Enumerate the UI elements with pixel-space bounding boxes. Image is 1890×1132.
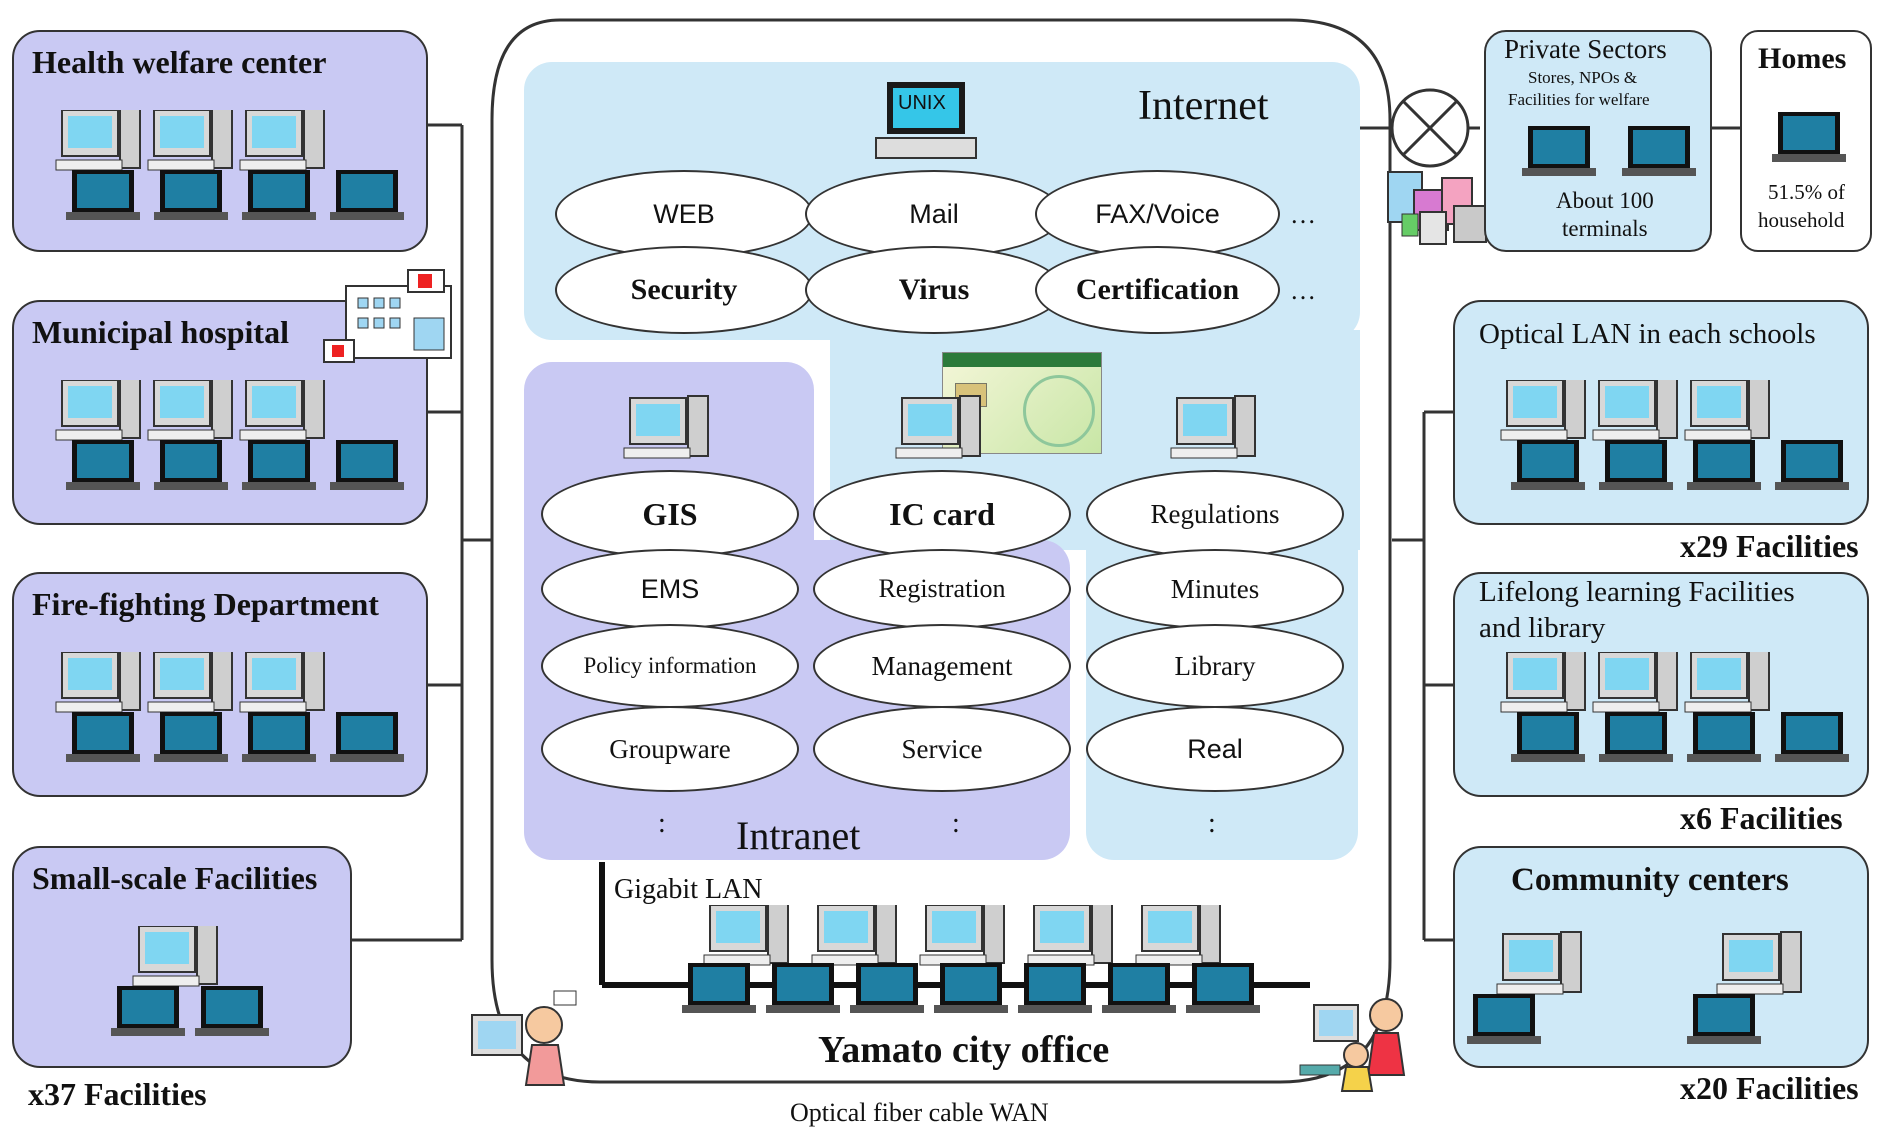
municipal-hospital-box: Municipal hospital bbox=[12, 300, 428, 525]
app-groupware: Groupware bbox=[541, 706, 799, 792]
service-certification: Certification bbox=[1035, 246, 1280, 334]
lifelong-title-2: and library bbox=[1479, 612, 1606, 644]
health-welfare-box: Health welfare center bbox=[12, 30, 428, 252]
lifelong-box: Lifelong learning Facilities and library bbox=[1453, 572, 1869, 797]
office-workstations bbox=[680, 905, 1280, 1020]
schools-box: Optical LAN in each schools bbox=[1453, 300, 1869, 525]
workstation-group bbox=[1497, 652, 1857, 772]
unix-label: UNIX bbox=[898, 92, 946, 114]
gigabit-lan-label: Gigabit LAN bbox=[614, 874, 763, 905]
hospital-building-icon bbox=[318, 268, 468, 368]
app-minutes: Minutes bbox=[1086, 549, 1344, 629]
workstation-group bbox=[52, 380, 412, 500]
col2-more: : bbox=[952, 808, 960, 839]
laptop-icon bbox=[1772, 108, 1846, 168]
homes-percentage: 51.5% of bbox=[1768, 180, 1845, 204]
service-web: WEB bbox=[555, 170, 813, 258]
app-management: Management bbox=[813, 624, 1071, 708]
fire-department-title: Fire-fighting Department bbox=[32, 586, 379, 622]
community-title: Community centers bbox=[1511, 862, 1789, 898]
app-real: Real bbox=[1086, 706, 1344, 792]
homes-box: Homes 51.5% of household bbox=[1740, 30, 1872, 252]
private-sectors-box: Private Sectors Stores, NPOs & Facilitie… bbox=[1484, 30, 1712, 252]
app-policy-information: Policy information bbox=[541, 624, 799, 708]
small-scale-title: Small-scale Facilities bbox=[32, 860, 318, 896]
intranet-label: Intranet bbox=[736, 813, 861, 858]
service-security: Security bbox=[555, 246, 813, 334]
ellipsis-row2: … bbox=[1290, 276, 1316, 305]
workstation-group bbox=[109, 926, 289, 1046]
workstation-icon bbox=[1165, 390, 1265, 478]
workstation-group bbox=[52, 110, 412, 230]
app-service: Service bbox=[813, 706, 1071, 792]
office-label: Yamato city office bbox=[818, 1029, 1110, 1071]
community-count: x20 Facilities bbox=[1680, 1070, 1859, 1106]
workstation-group bbox=[1463, 924, 1863, 1054]
unix-server-icon: UNIX bbox=[872, 80, 982, 165]
app-ic-card: IC card bbox=[813, 470, 1071, 558]
ellipsis-row1: … bbox=[1290, 200, 1316, 229]
app-ems: EMS bbox=[541, 549, 799, 629]
private-sectors-subtitle: Stores, NPOs & bbox=[1528, 68, 1638, 87]
municipal-hospital-title: Municipal hospital bbox=[32, 314, 289, 350]
workstation-icon bbox=[890, 390, 990, 478]
private-terminals-label: terminals bbox=[1562, 216, 1648, 241]
laptop-icon bbox=[1522, 122, 1596, 176]
laptop-icon bbox=[1622, 122, 1696, 176]
schools-title: Optical LAN in each schools bbox=[1479, 318, 1816, 350]
homes-title: Homes bbox=[1758, 42, 1847, 75]
workstation-icon bbox=[618, 390, 718, 478]
app-gis: GIS bbox=[541, 470, 799, 558]
small-scale-count: x37 Facilities bbox=[28, 1076, 207, 1112]
homes-household-label: household bbox=[1758, 208, 1845, 232]
person-at-computer-icon bbox=[462, 985, 582, 1095]
community-box: Community centers bbox=[1453, 846, 1869, 1068]
service-mail: Mail bbox=[805, 170, 1063, 258]
workstation-group bbox=[1497, 380, 1857, 500]
lifelong-count: x6 Facilities bbox=[1680, 800, 1843, 836]
private-sectors-subtitle-2: Facilities for welfare bbox=[1508, 90, 1650, 109]
private-sectors-title: Private Sectors bbox=[1504, 34, 1667, 64]
app-registration: Registration bbox=[813, 549, 1071, 629]
service-virus: Virus bbox=[805, 246, 1063, 334]
service-fax-voice: FAX/Voice bbox=[1035, 170, 1280, 258]
app-library: Library bbox=[1086, 624, 1344, 708]
app-regulations: Regulations bbox=[1086, 470, 1344, 558]
col3-more: : bbox=[1208, 808, 1216, 839]
internet-label: Internet bbox=[1138, 83, 1269, 129]
fire-department-box: Fire-fighting Department bbox=[12, 572, 428, 797]
schools-count: x29 Facilities bbox=[1680, 528, 1859, 564]
health-welfare-title: Health welfare center bbox=[32, 44, 327, 80]
small-scale-box: Small-scale Facilities bbox=[12, 846, 352, 1068]
buildings-icon bbox=[1384, 150, 1504, 250]
col1-more: : bbox=[658, 808, 666, 839]
wan-label: Optical fiber cable WAN bbox=[790, 1098, 1049, 1127]
people-at-computer-icon bbox=[1294, 985, 1424, 1095]
lifelong-title: Lifelong learning Facilities bbox=[1479, 576, 1795, 608]
workstation-group bbox=[52, 652, 412, 772]
private-terminals-count: About 100 bbox=[1556, 188, 1654, 213]
